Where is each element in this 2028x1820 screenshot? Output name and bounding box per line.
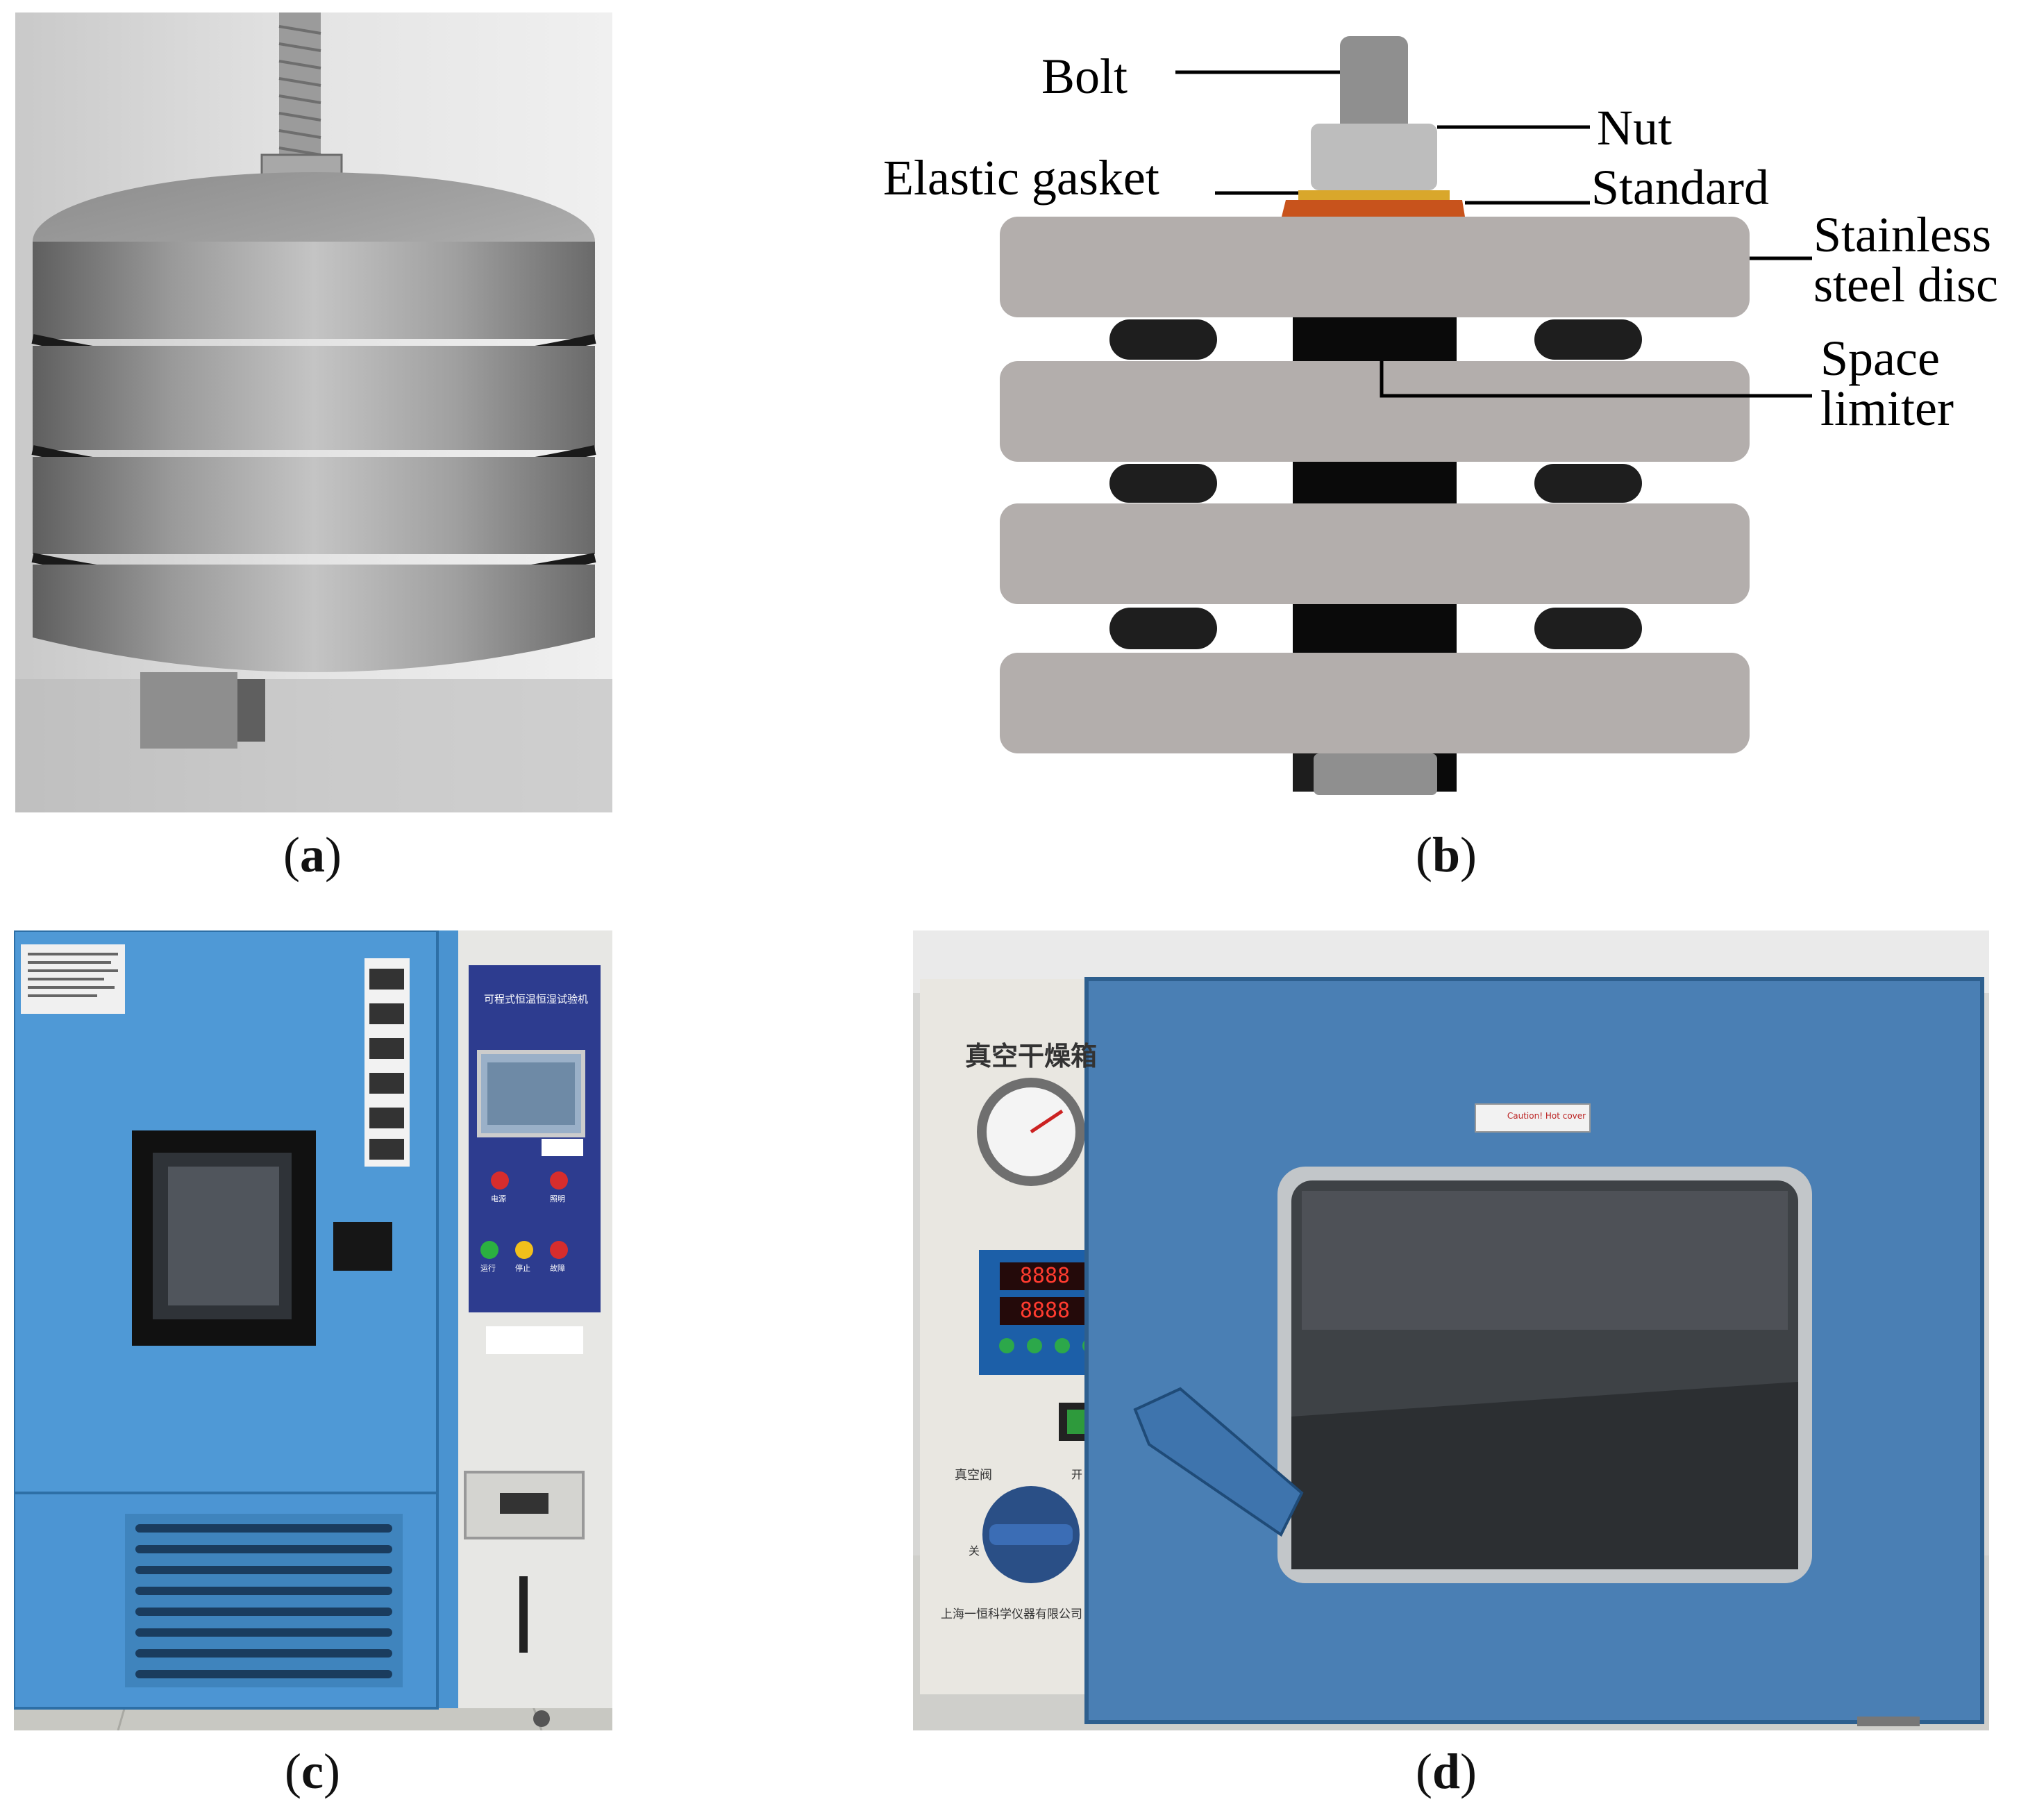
nut-shape xyxy=(1311,124,1437,190)
steel-disc-2 xyxy=(1000,361,1750,462)
label-standard: Standard xyxy=(1591,160,1769,215)
panel-a-photo xyxy=(15,12,612,812)
panel-c-photo: 可程式恒温恒湿试验机 电源 照明 运行 停止 故障 xyxy=(14,930,612,1730)
label-run: 运行 xyxy=(480,1264,496,1273)
panel-d-photo: 真空干燥箱 8888 8888 真空阀 开 关 上海一恒科学仪器有限公司 Cau… xyxy=(913,930,1989,1730)
caption-c: (c) xyxy=(285,1744,340,1799)
oven-display-bottom: 8888 xyxy=(1019,1299,1071,1323)
caption-d: (d) xyxy=(1415,1744,1477,1799)
caption-b: (b) xyxy=(1415,827,1477,883)
fixture-photo xyxy=(15,12,612,812)
oven-valve-open: 开 xyxy=(1071,1468,1083,1481)
steel-disc-4 xyxy=(1000,653,1750,753)
label-light: 照明 xyxy=(550,1194,565,1203)
standard-shape xyxy=(1282,200,1465,217)
oven-display-top: 8888 xyxy=(1019,1264,1071,1288)
label-space-1: Space xyxy=(1820,331,1940,386)
o-rings xyxy=(1109,319,1642,649)
chamber-title: 可程式恒温恒湿试验机 xyxy=(483,993,588,1005)
label-bolt: Bolt xyxy=(1041,49,1128,104)
vacuum-oven-photo xyxy=(913,930,1989,1730)
steel-disc-1 xyxy=(1000,217,1750,317)
label-stainless-2: steel disc xyxy=(1813,257,1998,312)
gasket-shape xyxy=(1298,190,1450,200)
label-power: 电源 xyxy=(491,1194,506,1203)
label-fault: 故障 xyxy=(550,1264,565,1273)
climate-chamber-photo xyxy=(14,930,612,1730)
oven-title: 真空干燥箱 xyxy=(964,1041,1097,1071)
fixture-schematic: Bolt Nut Elastic gasket Standard Stainle… xyxy=(883,36,1998,795)
oven-valve-label: 真空阀 xyxy=(955,1468,992,1483)
label-elastic-gasket: Elastic gasket xyxy=(883,150,1159,206)
label-stop: 停止 xyxy=(515,1264,530,1273)
caption-a: (a) xyxy=(283,827,342,883)
bolt-shape xyxy=(1340,36,1408,147)
steel-disc-3 xyxy=(1000,503,1750,604)
oven-warning-sticker: Caution! Hot cover xyxy=(1507,1111,1586,1121)
label-stainless-1: Stainless xyxy=(1813,207,1991,262)
oven-manufacturer: 上海一恒科学仪器有限公司 xyxy=(941,1608,1082,1621)
panel-b-diagram: Bolt Nut Elastic gasket Standard Stainle… xyxy=(854,21,2020,840)
label-space-2: limiter xyxy=(1820,381,1954,436)
oven-valve-close: 关 xyxy=(969,1544,980,1558)
label-nut: Nut xyxy=(1597,100,1672,156)
